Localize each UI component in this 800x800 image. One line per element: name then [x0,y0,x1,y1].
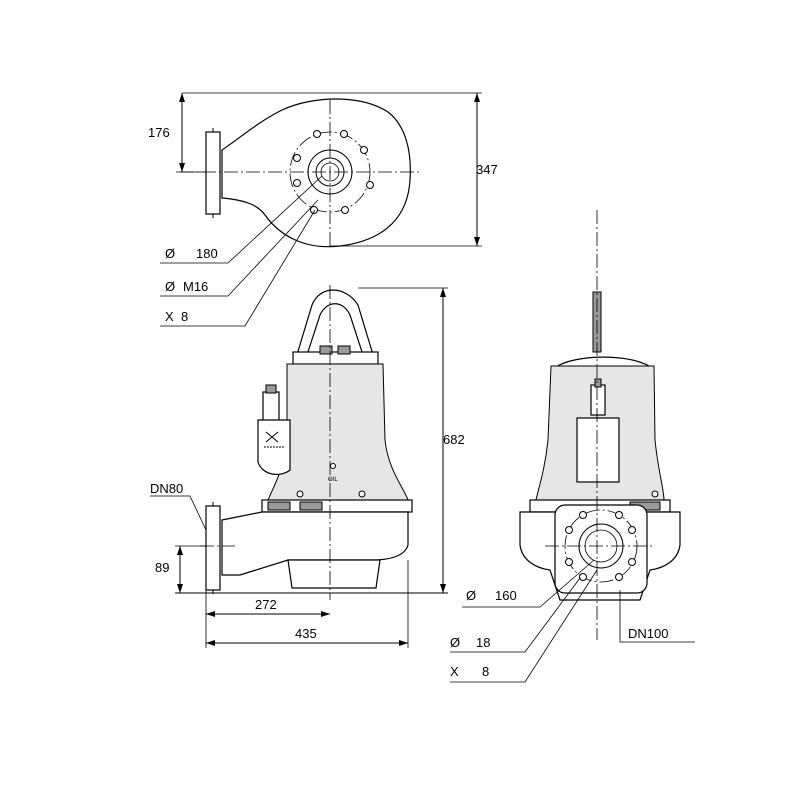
front-bolt-holes [565,511,636,581]
cable-gland [262,391,280,423]
dim-180: 180 [196,246,218,261]
side-outlet-flange [205,505,221,591]
front-inlet-flange [554,504,648,594]
front-cable-box [576,417,620,483]
brand-logo [264,431,284,448]
dim-435: 435 [295,626,317,641]
front-view [450,210,695,683]
label-dn100: DN100 [628,626,668,641]
times-symbol-front: X [450,664,459,679]
thread-m16: M16 [183,279,208,294]
diameter-symbol-180: Ø [165,246,175,261]
dim-160: 160 [495,588,517,603]
dim-272: 272 [255,597,277,612]
diameter-symbol-160: Ø [466,588,476,603]
dim-89: 89 [155,560,169,575]
top-bolt-holes [293,130,374,214]
top-flange [205,131,221,215]
pump-casing [221,511,409,576]
dim-176: 176 [148,125,170,140]
dim-347: 347 [476,162,498,177]
diameter-symbol-m16: Ø [165,279,175,294]
oil-label: OIL [328,477,338,483]
dim-682: 682 [443,432,465,447]
dim-18: 18 [476,635,490,650]
label-dn80: DN80 [150,481,183,496]
count-8-front: 8 [482,664,489,679]
diameter-symbol-18: Ø [450,635,460,650]
lifting-handle [295,289,375,359]
top-view [160,92,482,327]
side-view [150,285,448,648]
count-8-top: 8 [181,309,188,324]
times-symbol-top: X [165,309,174,324]
